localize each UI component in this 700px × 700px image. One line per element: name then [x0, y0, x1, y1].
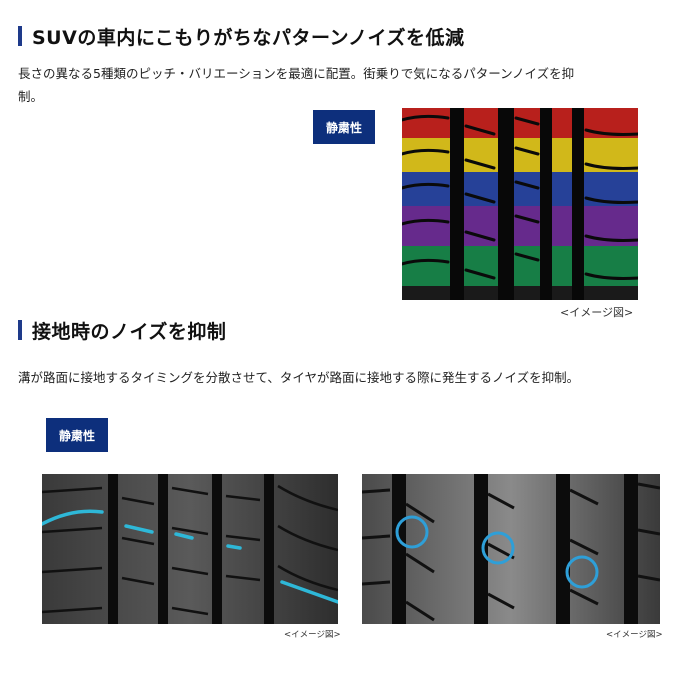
section2-right-caption: <イメージ図> — [606, 630, 663, 640]
tread-groove-image-right — [362, 474, 660, 624]
section1-heading: SUVの車内にこもりがちなパターンノイズを低減 — [18, 24, 465, 49]
band-green — [402, 246, 638, 286]
section2-title: 接地時のノイズを抑制 — [32, 320, 227, 343]
section2-left-caption: <イメージ図> — [284, 630, 341, 640]
section1-title: SUVの車内にこもりがちなパターンノイズを低減 — [32, 26, 465, 49]
pitch-variation-image — [402, 108, 638, 300]
section1-description-line2: 制。 — [18, 89, 44, 104]
heading-accent-bar — [18, 26, 22, 46]
section1-image-caption: <イメージ図> — [560, 306, 634, 319]
contact-timing-highlight — [42, 509, 338, 604]
section2-description: 溝が路面に接地するタイミングを分散させて、タイヤが路面に接地する際に発生するノイ… — [18, 370, 580, 385]
quietness-badge: 静粛性 — [46, 418, 108, 452]
heading-accent-bar — [18, 320, 22, 340]
quietness-badge: 静粛性 — [313, 110, 375, 144]
section1-description-line1: 長さの異なる5種類のピッチ・バリエーションを最適に配置。街乗りで気になるパターン… — [18, 66, 575, 81]
contact-point-circles — [395, 515, 599, 589]
section1-description: 長さの異なる5種類のピッチ・バリエーションを最適に配置。街乗りで気になるパターン… — [18, 62, 574, 108]
section2-heading: 接地時のノイズを抑制 — [18, 318, 227, 343]
tread-groove-image-left — [42, 474, 338, 624]
